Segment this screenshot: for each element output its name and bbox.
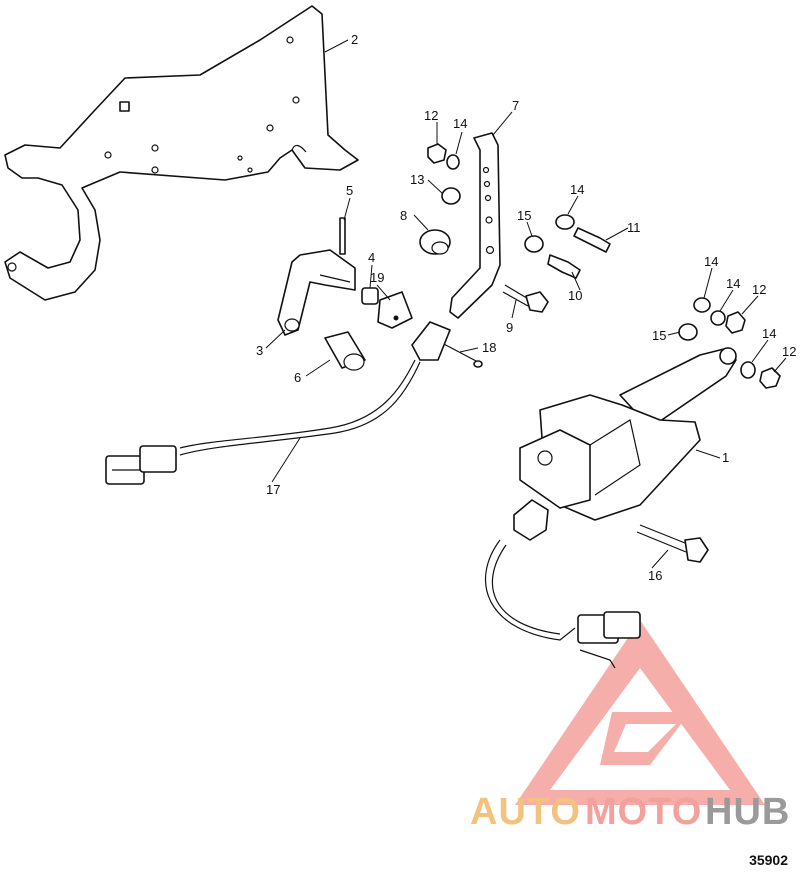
callout-10: 10 <box>568 288 582 303</box>
part-actuator-connector <box>577 611 641 669</box>
part-bolt-9 <box>502 284 549 313</box>
part-harness-connector <box>105 445 177 485</box>
part-bushing-small <box>361 287 379 305</box>
watermark-text-hub: HUB <box>705 791 790 833</box>
watermark-logo <box>515 620 765 805</box>
callout-2: 2 <box>351 32 358 47</box>
part-nut-13 <box>441 187 461 205</box>
callout-3: 3 <box>256 343 263 358</box>
part-washer-14-right-c <box>740 361 756 379</box>
part-bracket <box>4 5 359 301</box>
watermark-text-moto: MOTO <box>585 791 702 833</box>
callout-17: 17 <box>266 482 280 497</box>
part-lever-arm <box>449 132 501 319</box>
callout-12-right-b: 12 <box>782 344 796 359</box>
callout-14-right-a: 14 <box>704 254 718 269</box>
callout-14-right-c: 14 <box>762 326 776 341</box>
part-actuator <box>485 347 737 641</box>
part-nut-12-upper <box>427 143 447 164</box>
part-screw-18 <box>439 341 483 368</box>
callout-12-upper: 12 <box>424 108 438 123</box>
callout-13: 13 <box>410 172 424 187</box>
callout-1: 1 <box>722 450 729 465</box>
callout-labels: 2 5 4 3 6 8 13 12 14 7 19 9 10 11 14 15 … <box>256 32 796 583</box>
callout-12-right-a: 12 <box>752 282 766 297</box>
part-washer-14-right-b <box>710 310 726 326</box>
figure-number: 35902 <box>749 852 788 868</box>
part-sleeve <box>324 331 366 371</box>
callout-14-upper: 14 <box>453 116 467 131</box>
part-washer-14-mid <box>555 214 575 230</box>
callout-16: 16 <box>648 568 662 583</box>
part-pin <box>339 217 346 255</box>
part-nut-12-right-b <box>759 367 781 389</box>
leader-lines <box>265 39 787 569</box>
callout-15-mid: 15 <box>517 208 531 223</box>
callout-9: 9 <box>506 320 513 335</box>
callout-7: 7 <box>512 98 519 113</box>
part-washer-14-upper <box>446 154 460 170</box>
part-roller <box>419 229 451 255</box>
part-switch-block <box>377 291 413 329</box>
part-sensor <box>179 321 451 456</box>
part-nut-12-right-a <box>725 311 746 334</box>
part-stud-11 <box>573 227 611 253</box>
callout-14-right-b: 14 <box>726 276 740 291</box>
callout-6: 6 <box>294 370 301 385</box>
watermark-text-auto: AUTO <box>470 791 581 833</box>
callout-4: 4 <box>368 250 375 265</box>
part-stud-10 <box>547 254 581 279</box>
part-bolt-16 <box>636 524 709 563</box>
part-washer-15-right <box>678 323 698 341</box>
part-washer-15-mid <box>524 235 544 253</box>
part-washer-14-right-a <box>693 297 711 313</box>
callout-18: 18 <box>482 340 496 355</box>
part-bell-crank <box>277 249 356 336</box>
callout-14-mid: 14 <box>570 182 584 197</box>
callout-15-right: 15 <box>652 328 666 343</box>
callout-11: 11 <box>627 220 641 235</box>
callout-8: 8 <box>400 208 407 223</box>
callout-19: 19 <box>370 270 384 285</box>
callout-5: 5 <box>346 183 353 198</box>
